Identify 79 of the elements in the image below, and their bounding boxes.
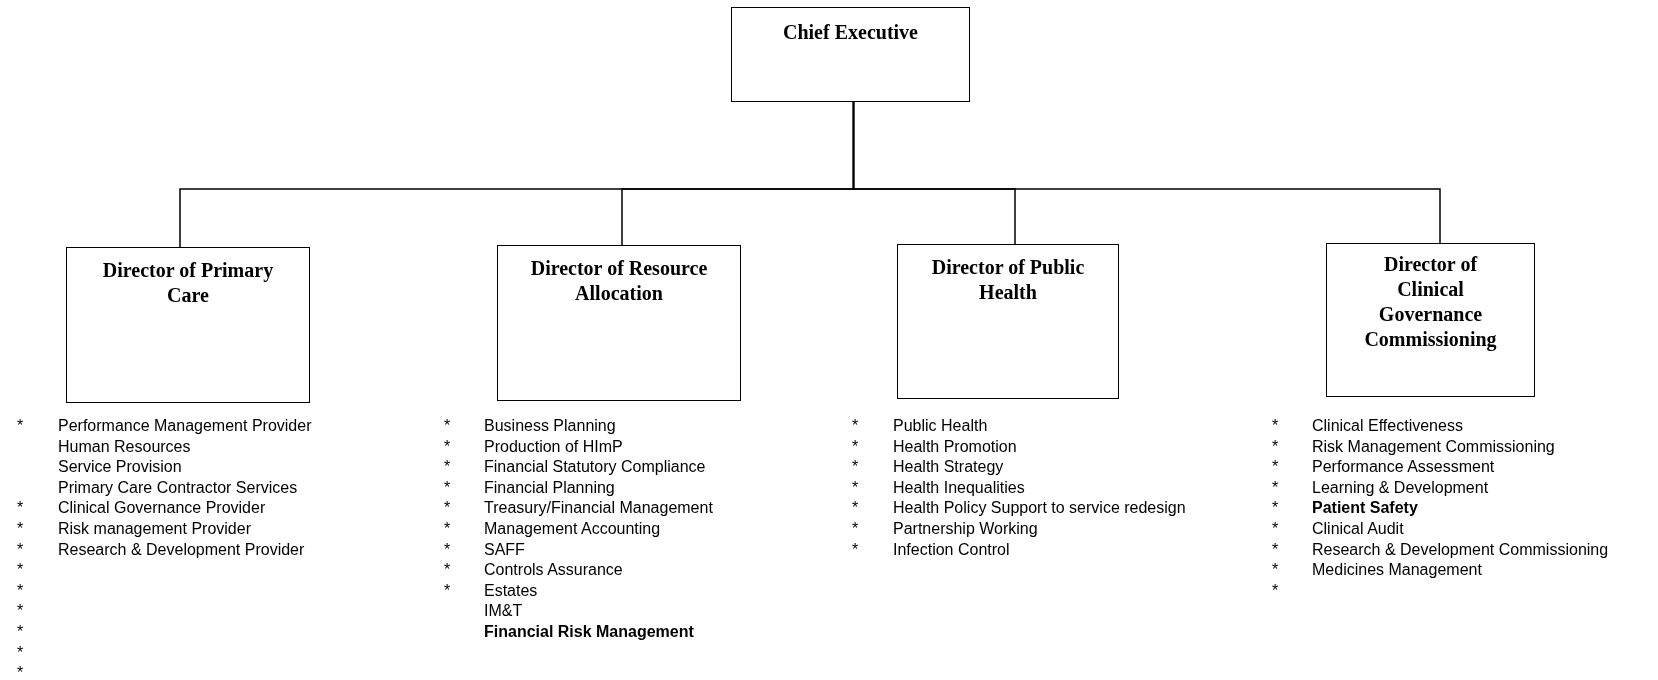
bullet-mark: * <box>1272 498 1279 518</box>
responsibility-item: Learning & Development <box>1312 477 1489 497</box>
director-box <box>897 244 1119 399</box>
responsibility-item: Research & Development Commissioning <box>1312 539 1609 559</box>
responsibility-item: Performance Management Provider <box>58 416 312 435</box>
bullet-mark: * <box>444 539 451 559</box>
responsibility-item: Clinical Effectiveness <box>1312 416 1463 435</box>
executive-box <box>731 7 970 102</box>
responsibility-item: Treasury/Financial Management <box>484 498 713 518</box>
bullet-mark: * <box>852 477 859 497</box>
role-title: Director of Primary Care <box>101 258 275 308</box>
responsibility-item: Service Provision <box>58 457 182 477</box>
responsibility-item: Health Policy Support to service redesign <box>893 498 1186 518</box>
bullet-mark: * <box>1272 457 1279 477</box>
responsibility-item: Estates <box>484 580 538 600</box>
bullet-mark: * <box>1272 477 1279 497</box>
bullet-mark: * <box>17 416 24 435</box>
responsibility-item: Clinical Audit <box>1312 519 1404 538</box>
bullet-mark: * <box>444 416 451 435</box>
responsibility-item: Performance Assessment <box>1312 457 1495 477</box>
director-box <box>497 245 741 401</box>
role-title: Chief Executive <box>782 20 919 45</box>
bullet-mark: * <box>444 580 451 600</box>
connector-line <box>852 101 1441 244</box>
responsibility-item: Partnership Working <box>893 519 1038 538</box>
responsibility-item: Public Health <box>893 416 988 435</box>
role-title: Director of Public Health <box>930 255 1086 305</box>
bullet-mark: * <box>17 580 24 600</box>
bullet-mark: * <box>444 436 451 456</box>
bullet-mark: * <box>1272 539 1279 559</box>
bullet-mark: * <box>17 560 24 580</box>
responsibility-item: Clinical Governance Provider <box>58 498 266 518</box>
role-title: Director of Clinical Governance Commissioning <box>1363 252 1498 352</box>
bullet-mark: * <box>17 642 24 662</box>
bullet-mark: * <box>852 498 859 518</box>
bullet-mark: * <box>1272 519 1279 538</box>
bullet-mark: * <box>1272 416 1279 435</box>
bullet-mark: * <box>444 519 451 538</box>
bullet-mark: * <box>852 519 859 538</box>
bullet-mark: * <box>444 457 451 477</box>
responsibility-item: Infection Control <box>893 539 1010 559</box>
bullet-mark: * <box>17 622 24 641</box>
bullet-mark: * <box>852 539 859 559</box>
responsibility-item: Controls Assurance <box>484 560 623 580</box>
responsibility-item: Financial Statutory Compliance <box>484 457 706 477</box>
responsibility-item: Research & Development Provider <box>58 539 305 559</box>
director-box <box>66 247 310 403</box>
role-title: Director of Resource Allocation <box>529 256 709 306</box>
bullet-mark: * <box>17 601 24 621</box>
responsibility-item: Medicines Management <box>1312 560 1482 580</box>
responsibility-item: Risk management Provider <box>58 519 251 538</box>
responsibility-item: Management Accounting <box>484 519 661 538</box>
responsibility-item: IM&T <box>484 601 523 621</box>
responsibility-item: Risk Management Commissioning <box>1312 436 1555 456</box>
bullet-mark: * <box>852 457 859 477</box>
responsibility-item: Patient Safety <box>1312 498 1418 518</box>
bullet-mark: * <box>444 477 451 497</box>
responsibility-item: Financial Risk Management <box>484 622 694 641</box>
bullet-mark: * <box>1272 580 1279 600</box>
bullet-mark: * <box>17 519 24 538</box>
bullet-mark: * <box>17 498 24 518</box>
responsibility-item: Human Resources <box>58 436 191 456</box>
bullet-mark: * <box>444 560 451 580</box>
bullet-mark: * <box>1272 560 1279 580</box>
responsibility-item: Health Promotion <box>893 436 1017 456</box>
bullet-mark: * <box>852 436 859 456</box>
director-box <box>1326 243 1535 397</box>
responsibility-item: Production of HImP <box>484 436 623 456</box>
responsibility-item: Primary Care Contractor Services <box>58 477 298 497</box>
bullet-mark: * <box>1272 436 1279 456</box>
bullet-mark: * <box>852 416 859 435</box>
responsibility-item: Business Planning <box>484 416 616 435</box>
bullet-mark: * <box>17 663 24 680</box>
responsibility-item: Health Strategy <box>893 457 1004 477</box>
bullet-mark: * <box>444 498 451 518</box>
responsibility-item: Financial Planning <box>484 477 615 497</box>
responsibility-item: Health Inequalities <box>893 477 1025 497</box>
bullet-mark: * <box>17 539 24 559</box>
responsibility-item: SAFF <box>484 539 525 559</box>
